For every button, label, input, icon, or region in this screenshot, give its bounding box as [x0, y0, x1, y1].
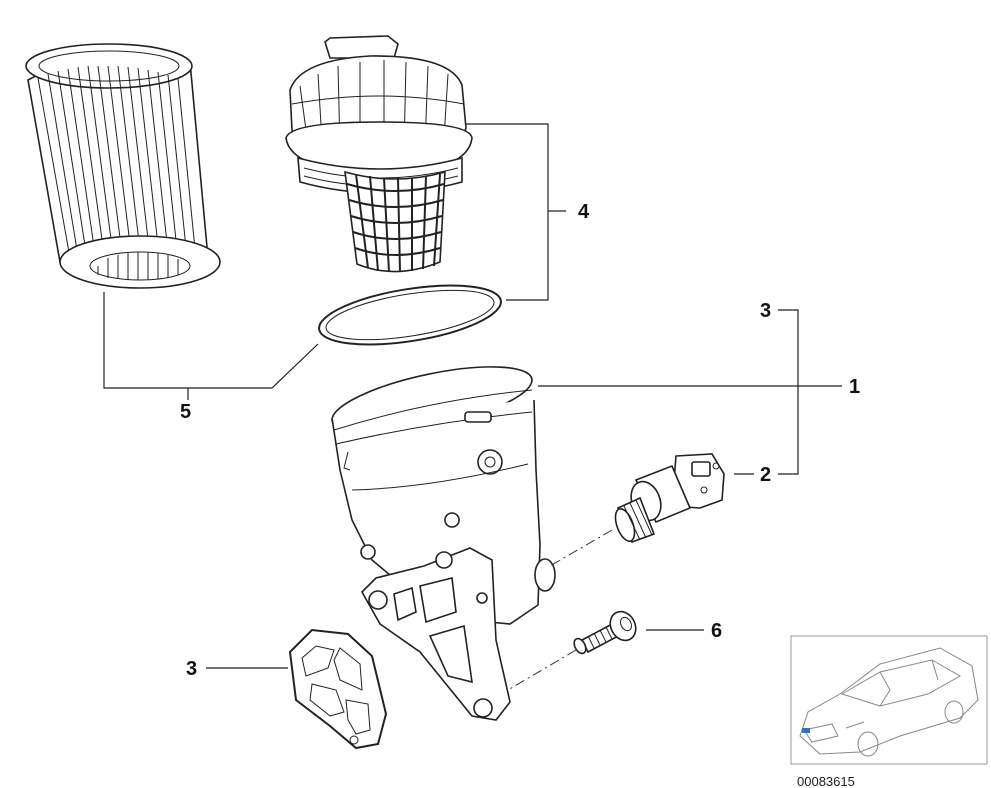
filter-element[interactable] — [25, 43, 221, 289]
reference-number: 00083615 — [797, 774, 855, 788]
callout-3-bottom: 3 — [186, 658, 197, 680]
callout-6: 6 — [711, 620, 722, 642]
callout-1: 1 — [849, 376, 860, 398]
o-ring[interactable] — [315, 275, 505, 355]
bolt[interactable] — [572, 607, 641, 655]
callout-4: 4 — [578, 201, 590, 223]
gasket[interactable] — [288, 628, 388, 750]
vehicle-thumbnail — [790, 635, 988, 765]
callout-2: 2 — [760, 464, 771, 486]
callout-3-top: 3 — [760, 300, 771, 322]
filter-cap[interactable] — [285, 35, 473, 273]
filter-housing[interactable] — [327, 353, 556, 721]
assembly-lines — [507, 529, 613, 691]
leader-lines — [103, 123, 842, 669]
callout-5: 5 — [180, 401, 191, 423]
pressure-sensor[interactable] — [612, 453, 725, 544]
